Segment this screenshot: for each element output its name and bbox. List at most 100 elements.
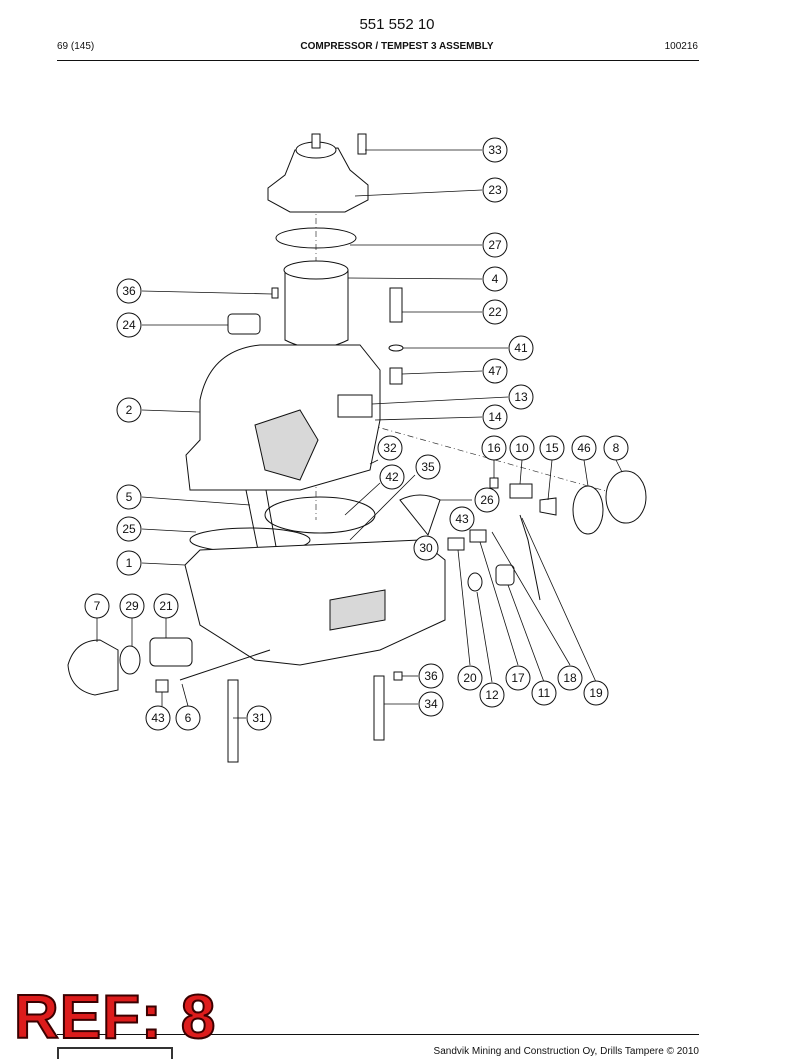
leader-lines <box>96 149 623 719</box>
cylinder-part <box>284 269 349 349</box>
callout-15: 15 <box>539 435 565 461</box>
side-axis <box>369 424 621 496</box>
callout-33: 33 <box>482 137 508 163</box>
callout-circle <box>449 506 475 532</box>
callout-35: 35 <box>415 454 441 480</box>
callout-circle <box>116 516 142 542</box>
callout-circle <box>482 299 508 325</box>
washer-41-part <box>388 344 404 352</box>
callout-number: 20 <box>463 671 477 685</box>
end-cap-7-part <box>67 639 119 696</box>
callout-number: 42 <box>385 470 399 484</box>
label-plate-13 <box>337 394 373 418</box>
pin-6-part <box>179 649 271 681</box>
callout-circle <box>571 435 597 461</box>
callout-number: 18 <box>563 671 577 685</box>
callout-circle <box>415 454 441 480</box>
callout-number: 34 <box>424 697 438 711</box>
washer-12-part <box>467 572 483 592</box>
page-count: 69 (145) <box>57 41 95 52</box>
callout-21: 21 <box>153 593 179 619</box>
callout-number: 23 <box>488 183 502 197</box>
callout-number: 16 <box>487 441 501 455</box>
callout-36: 36 <box>418 663 444 689</box>
base-block-window <box>329 589 386 631</box>
callout-circle <box>379 464 405 490</box>
callout-circle <box>145 705 171 731</box>
callout-34: 34 <box>418 691 444 717</box>
callout-5: 5 <box>116 484 142 510</box>
callout-circle <box>116 550 142 576</box>
callout-31: 31 <box>246 705 272 731</box>
callout-26: 26 <box>474 487 500 513</box>
fitting-10-part <box>509 483 533 499</box>
callout-10: 10 <box>509 435 535 461</box>
callout-number: 47 <box>488 364 502 378</box>
callout-circle <box>482 177 508 203</box>
callout-22: 22 <box>482 299 508 325</box>
callout-number: 27 <box>488 238 502 252</box>
callout-number: 33 <box>488 143 502 157</box>
callout-number: 35 <box>421 460 435 474</box>
callout-circle <box>508 335 534 361</box>
callout-number: 8 <box>613 441 620 455</box>
callout-20: 20 <box>457 665 483 691</box>
callout-number: 41 <box>514 341 528 355</box>
callout-number: 13 <box>514 390 528 404</box>
callout-19: 19 <box>583 680 609 706</box>
top-housing-part <box>267 147 369 213</box>
callout-number: 30 <box>419 541 433 555</box>
document-title: COMPRESSOR / TEMPEST 3 ASSEMBLY <box>300 41 494 52</box>
callout-2: 2 <box>116 397 142 423</box>
callout-circle <box>482 137 508 163</box>
callout-circle <box>418 663 444 689</box>
plug-36-part <box>271 287 279 299</box>
callout-number: 25 <box>122 522 136 536</box>
callout-number: 43 <box>455 512 469 526</box>
callout-number: 5 <box>126 490 133 504</box>
callout-32: 32 <box>377 435 403 461</box>
callout-circle <box>116 312 142 338</box>
callout-circle <box>482 358 508 384</box>
callout-number: 43 <box>151 711 165 725</box>
plug-24-part <box>227 313 261 335</box>
callout-circle <box>509 435 535 461</box>
callout-circle <box>482 404 508 430</box>
callout-circle <box>557 665 583 691</box>
valve-21-part <box>149 637 193 667</box>
callout-number: 11 <box>538 686 551 700</box>
callout-circle <box>531 680 557 706</box>
callout-number: 24 <box>122 318 136 332</box>
callout-number: 17 <box>511 671 525 685</box>
callout-number: 19 <box>589 686 603 700</box>
nut-43-part <box>155 679 169 693</box>
callout-16: 16 <box>481 435 507 461</box>
callout-6: 6 <box>175 705 201 731</box>
callout-circle <box>583 680 609 706</box>
callout-circle <box>482 232 508 258</box>
callout-circle <box>508 384 534 410</box>
callout-number: 15 <box>545 441 559 455</box>
callout-18: 18 <box>557 665 583 691</box>
callout-number: 31 <box>252 711 266 725</box>
callout-23: 23 <box>482 177 508 203</box>
callout-36: 36 <box>116 278 142 304</box>
callout-number: 21 <box>159 599 173 613</box>
callout-circle <box>116 278 142 304</box>
header-rule <box>57 60 699 61</box>
plug-11-part <box>495 564 515 586</box>
callout-27: 27 <box>482 232 508 258</box>
callout-29: 29 <box>119 593 145 619</box>
callout-circle <box>418 691 444 717</box>
document-number: 551 552 10 <box>359 16 435 33</box>
callout-circle <box>482 266 508 292</box>
callout-circle <box>474 487 500 513</box>
callout-8: 8 <box>603 435 629 461</box>
plug-36b-part <box>393 671 403 681</box>
callout-43: 43 <box>449 506 475 532</box>
footer-copyright: Sandvik Mining and Construction Oy, Dril… <box>433 1046 699 1057</box>
callout-30: 30 <box>413 535 439 561</box>
callout-circle <box>153 593 179 619</box>
